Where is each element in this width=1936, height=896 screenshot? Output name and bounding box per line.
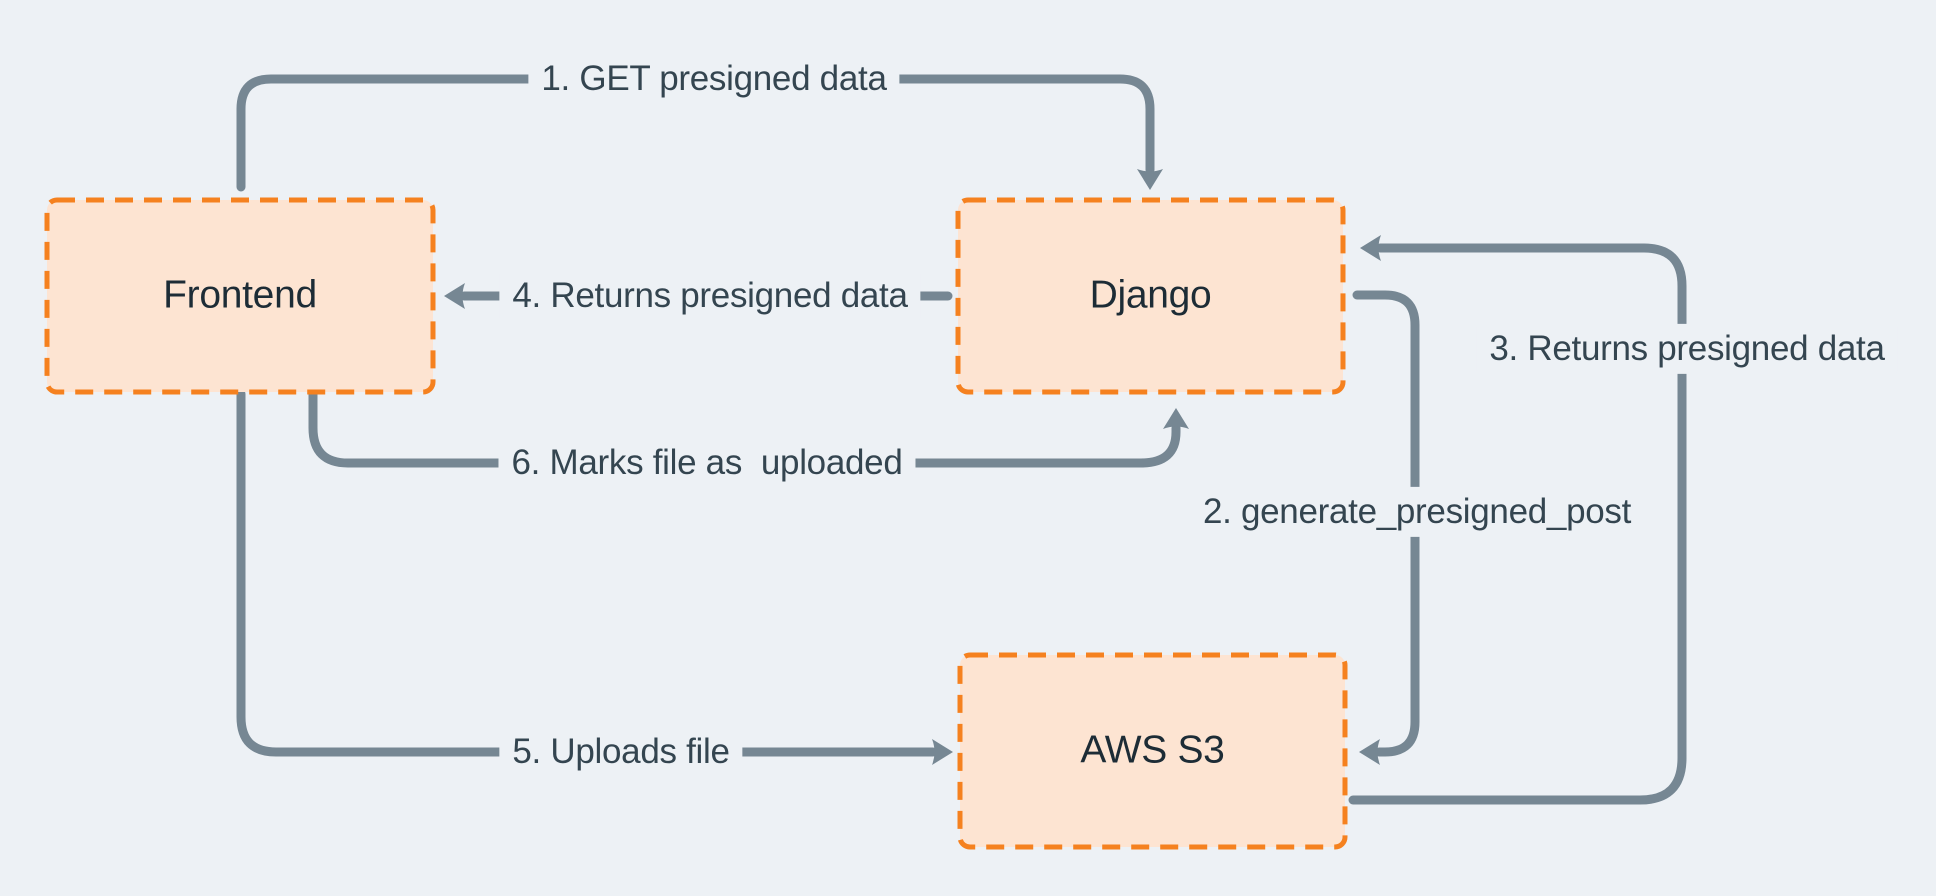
- flow-edge-generate-presigned-post: [1352, 290, 1420, 765]
- flow-edge-returns-presigned-data-to-django: [1348, 235, 1687, 805]
- flow-edge-uploads-file: [236, 389, 953, 765]
- flow-edge-get-presigned-data: [236, 74, 1163, 192]
- flow-node-django: [955, 197, 1346, 395]
- flow-edge-marks-file-uploaded: [308, 389, 1189, 468]
- nodes-layer: [44, 197, 1348, 850]
- flow-node-frontend: [44, 197, 436, 395]
- flow-node-aws-s3: [957, 652, 1348, 850]
